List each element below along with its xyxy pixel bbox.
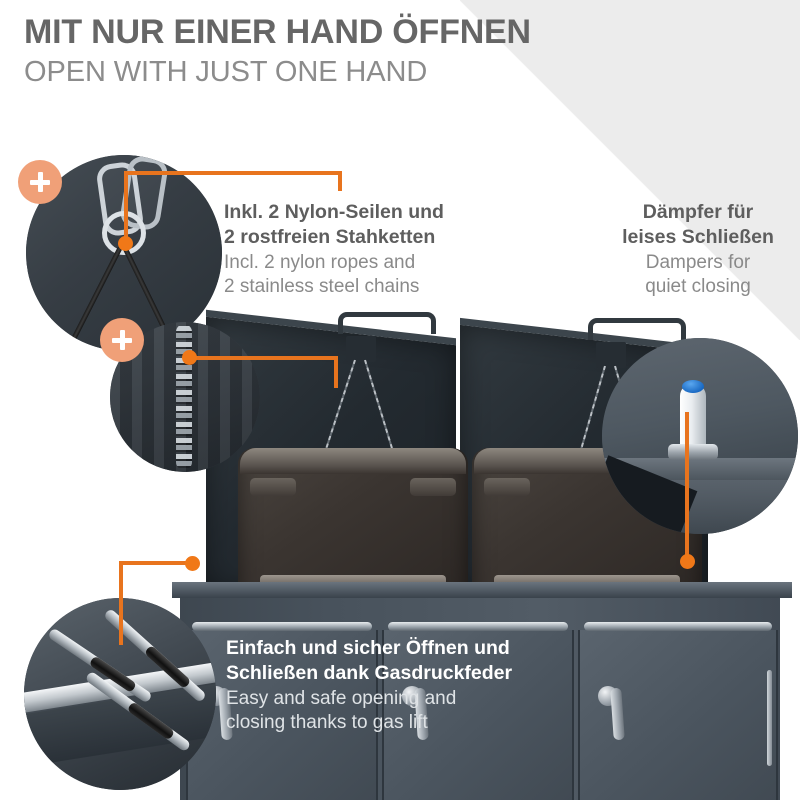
lid-handle-right: [588, 318, 686, 340]
plus-badge-nylon-rope[interactable]: [18, 160, 62, 204]
connector-chain-horizontal: [188, 356, 338, 360]
heading-block: MIT NUR EINER HAND ÖFFNEN OPEN WITH JUST…: [24, 14, 764, 90]
callout-dampers-german: Dämpfer für leises Schließen: [622, 201, 774, 248]
lid-handle-left: [338, 312, 436, 334]
callout-dampers: Dämpfer für leises Schließen Dampers for…: [598, 200, 798, 300]
door-rod: [388, 622, 568, 631]
chain-anchor-left: [346, 336, 376, 362]
damper-cylinder-icon: [680, 384, 706, 450]
connector-rope-horizontal: [124, 171, 342, 175]
detail-circle-gas-struts: [24, 598, 216, 790]
connector-dot-chain: [182, 350, 197, 365]
detail-circle-damper: [602, 338, 798, 534]
door-rod: [192, 622, 372, 631]
connector-damper-vertical: [685, 412, 689, 564]
bin-grip-right: [410, 478, 456, 496]
cabinet-top-rail: [172, 582, 792, 598]
door-rod: [584, 622, 772, 631]
door-edge-strip: [767, 670, 772, 766]
connector-strut-vertical: [119, 561, 123, 645]
callout-gas-lift-english: Easy and safe opening and closing thanks…: [226, 687, 457, 734]
connector-dot-damper: [680, 554, 695, 569]
damper-blue-cap-icon: [682, 380, 704, 393]
bin-lip: [240, 448, 466, 474]
connector-strut-horizontal: [119, 561, 191, 565]
cabinet-door-2: [382, 622, 574, 800]
bin-grip-left: [250, 478, 296, 496]
callout-ropes-chains: Inkl. 2 Nylon-Seilen und 2 rostfreien St…: [224, 200, 494, 300]
callout-dampers-english: Dampers for quiet closing: [645, 251, 751, 298]
plus-badge-steel-chain[interactable]: [100, 318, 144, 362]
callout-ropes-chains-german: Inkl. 2 Nylon-Seilen und 2 rostfreien St…: [224, 201, 444, 248]
cabinet-door-3: [578, 622, 778, 800]
connector-rope-vertical-right: [338, 171, 342, 191]
page-title-english: OPEN WITH JUST ONE HAND: [24, 55, 428, 88]
page-title-german: MIT NUR EINER HAND ÖFFNEN: [24, 13, 531, 51]
steel-chain-icon: [176, 324, 192, 470]
connector-dot-rope: [118, 236, 133, 251]
bin-grip-left: [484, 478, 530, 496]
connector-dot-strut: [185, 556, 200, 571]
callout-gas-lift-german: Einfach und sicher Öffnen und Schließen …: [226, 637, 513, 684]
damper-mounting-nut: [668, 444, 718, 460]
callout-gas-lift: Einfach und sicher Öffnen und Schließen …: [226, 636, 546, 736]
connector-chain-vertical: [334, 356, 338, 388]
connector-rope-vertical-left: [124, 171, 128, 243]
callout-ropes-chains-english: Incl. 2 nylon ropes and 2 stainless stee…: [224, 251, 420, 298]
door-handle-lever: [610, 687, 625, 741]
